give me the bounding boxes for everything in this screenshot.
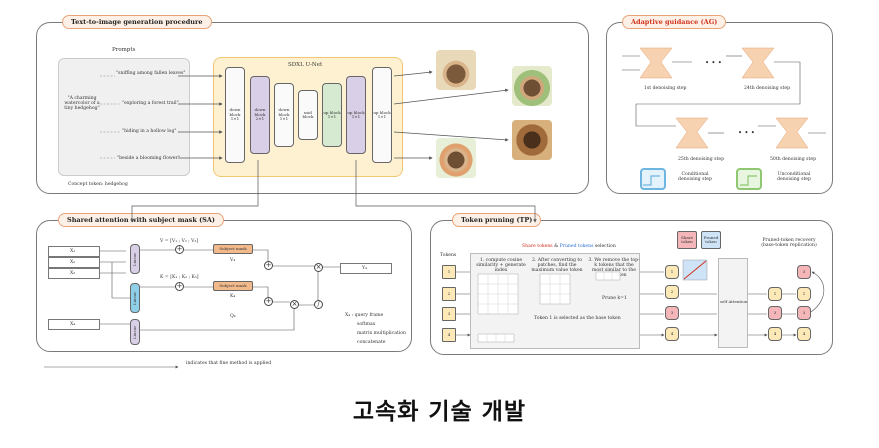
x2-box [48, 257, 100, 268]
subtitle-and: & [552, 244, 560, 249]
arrow-note: indicates that fine method is applied [186, 361, 272, 366]
recovery-label: Pruned-token recovery (base-token replic… [761, 238, 817, 249]
ag-dots-1: • • • [705, 59, 722, 67]
pruned-token-text: Pruned tokens [559, 244, 594, 249]
subtitle-rest: selection [593, 244, 616, 249]
tp-step-2: 2. After converting to patches, find the… [531, 258, 583, 274]
v-equation: V = [V₁ ; V₂ ; V₃] [160, 239, 199, 244]
token-3: 3 [442, 307, 456, 321]
token-2: 2 [442, 287, 456, 301]
tp-prune-note: Prune k=1 [602, 296, 627, 301]
sa-title: Shared attention with subject mask (SA) [58, 213, 224, 227]
unconditional-legend-label: Unconditional denoising step [777, 172, 811, 183]
concat-v-icon: + [175, 245, 184, 254]
x3-box [48, 268, 100, 279]
sa-legend-query: X₄ : query frame [345, 313, 384, 318]
self-attention-box [718, 258, 748, 348]
k4-label: K₄ [230, 294, 236, 299]
ag-dots-2: • • • [738, 129, 755, 137]
prompts-label: Prompts [112, 47, 136, 53]
x4-label: X₄ [70, 322, 76, 327]
concat-k-icon: + [175, 282, 184, 291]
sub-prompt-3: "hiding in a hollow log" [122, 129, 177, 134]
subject-mask-k: Subject mask [213, 281, 253, 291]
x2-label: X₂ [70, 260, 76, 265]
tp-final-1: 1 [797, 287, 811, 301]
matmul-icon-1: × [290, 300, 299, 309]
ag-step-1: 1st denoising step [644, 86, 687, 91]
down-block-2: down block 2×1 [250, 76, 270, 154]
x4-box [48, 319, 100, 330]
tp-in-3: 3 [665, 306, 679, 320]
sub-prompt-2: "exploring a forest trail" [122, 101, 179, 106]
matmul-icon-2: × [314, 263, 323, 272]
page-caption: 고속화 기술 개발 [352, 399, 527, 425]
x1-label: X₁ [70, 249, 76, 254]
prompts-box [58, 58, 190, 176]
tp-final-3b: 3 [797, 306, 811, 320]
main-prompt: "A charming watercolor of a tiny hedgeho… [64, 96, 100, 112]
tp-out-1: 1 [768, 287, 782, 301]
y4-label: Y₄ [362, 266, 367, 271]
down-block-1: down block 1×1 [225, 67, 245, 163]
up-block-3: up block 1×1 [372, 67, 392, 163]
softmax-icon: / [314, 300, 323, 309]
tp-final-3a: 3 [797, 265, 811, 279]
tp-in-2: 2 [665, 285, 679, 299]
ag-step-25: 25th denoising step [678, 157, 725, 162]
subject-mask-v: Subject mask [213, 244, 253, 254]
sub-prompt-4: "beside a blooming flower" [117, 156, 180, 161]
share-token-text: Share tokens [522, 244, 553, 249]
ag-step-50: 50th denoising step [770, 157, 817, 162]
up-block-2: up block 1×1 [346, 76, 366, 154]
ag-unet-1 [639, 47, 673, 79]
mid-block: mid block [298, 90, 318, 140]
down-block-3: down block 1×1 [274, 83, 294, 147]
x1-box [48, 246, 100, 257]
q4-label: Q₄ [230, 314, 236, 319]
ag-title: Adaptive guidance (AG) [622, 15, 727, 29]
concept-token: Concept token: hedgehog [68, 182, 128, 187]
tp-subtitle: Share tokens & Pruned tokens selection [522, 244, 616, 249]
sa-legend-concat: concatenate [357, 340, 386, 345]
ag-step-24: 24th denoising step [744, 86, 791, 91]
self-attention-label: self Attention [720, 299, 748, 304]
ag-unet-3 [675, 117, 709, 149]
concat-v2-icon: + [264, 261, 273, 270]
hedgehog-image-3 [512, 120, 552, 160]
x3-label: X₃ [70, 271, 76, 276]
hedgehog-image-2 [512, 66, 552, 106]
up-block-1: up block 1×1 [322, 83, 342, 147]
token-1: 1 [442, 265, 456, 279]
t2i-title: Text-to-image generation procedure [62, 15, 212, 29]
concat-k2-icon: + [264, 297, 273, 306]
ag-unet-2 [741, 47, 775, 79]
tp-step-1: 1. compute cosine similarity + generate … [476, 258, 526, 274]
tp-in-4: 4 [665, 327, 679, 341]
pruned-token-legend: Pruned token [701, 231, 721, 249]
tp-out-3: 3 [768, 306, 782, 320]
tp-in-1: 1 [665, 265, 679, 279]
ag-unet-4 [775, 117, 809, 149]
unet-label: SDXL U-Net [288, 62, 323, 68]
sa-legend-softmax: softmax [357, 322, 376, 327]
hedgehog-image-1 [436, 50, 476, 90]
share-token-legend: Share token [677, 231, 697, 249]
y4-box [340, 263, 392, 274]
tokens-label: Tokens [440, 253, 457, 258]
sub-prompt-1: "sniffing among fallen leaves" [116, 71, 186, 76]
v4-label: V₄ [230, 258, 236, 263]
tp-title: Token pruning (TP) [452, 213, 542, 227]
conditional-legend-label: Conditional denoising step [678, 172, 712, 183]
tp-token-note: Token 1 is selected as the base token [534, 316, 621, 321]
hedgehog-image-4 [436, 138, 476, 178]
sa-legend-matmul: matrix multiplication [357, 331, 406, 336]
token-4: 4 [442, 328, 456, 342]
k-equation: K = [K₁ ; K₂ ; K₃] [160, 275, 199, 280]
